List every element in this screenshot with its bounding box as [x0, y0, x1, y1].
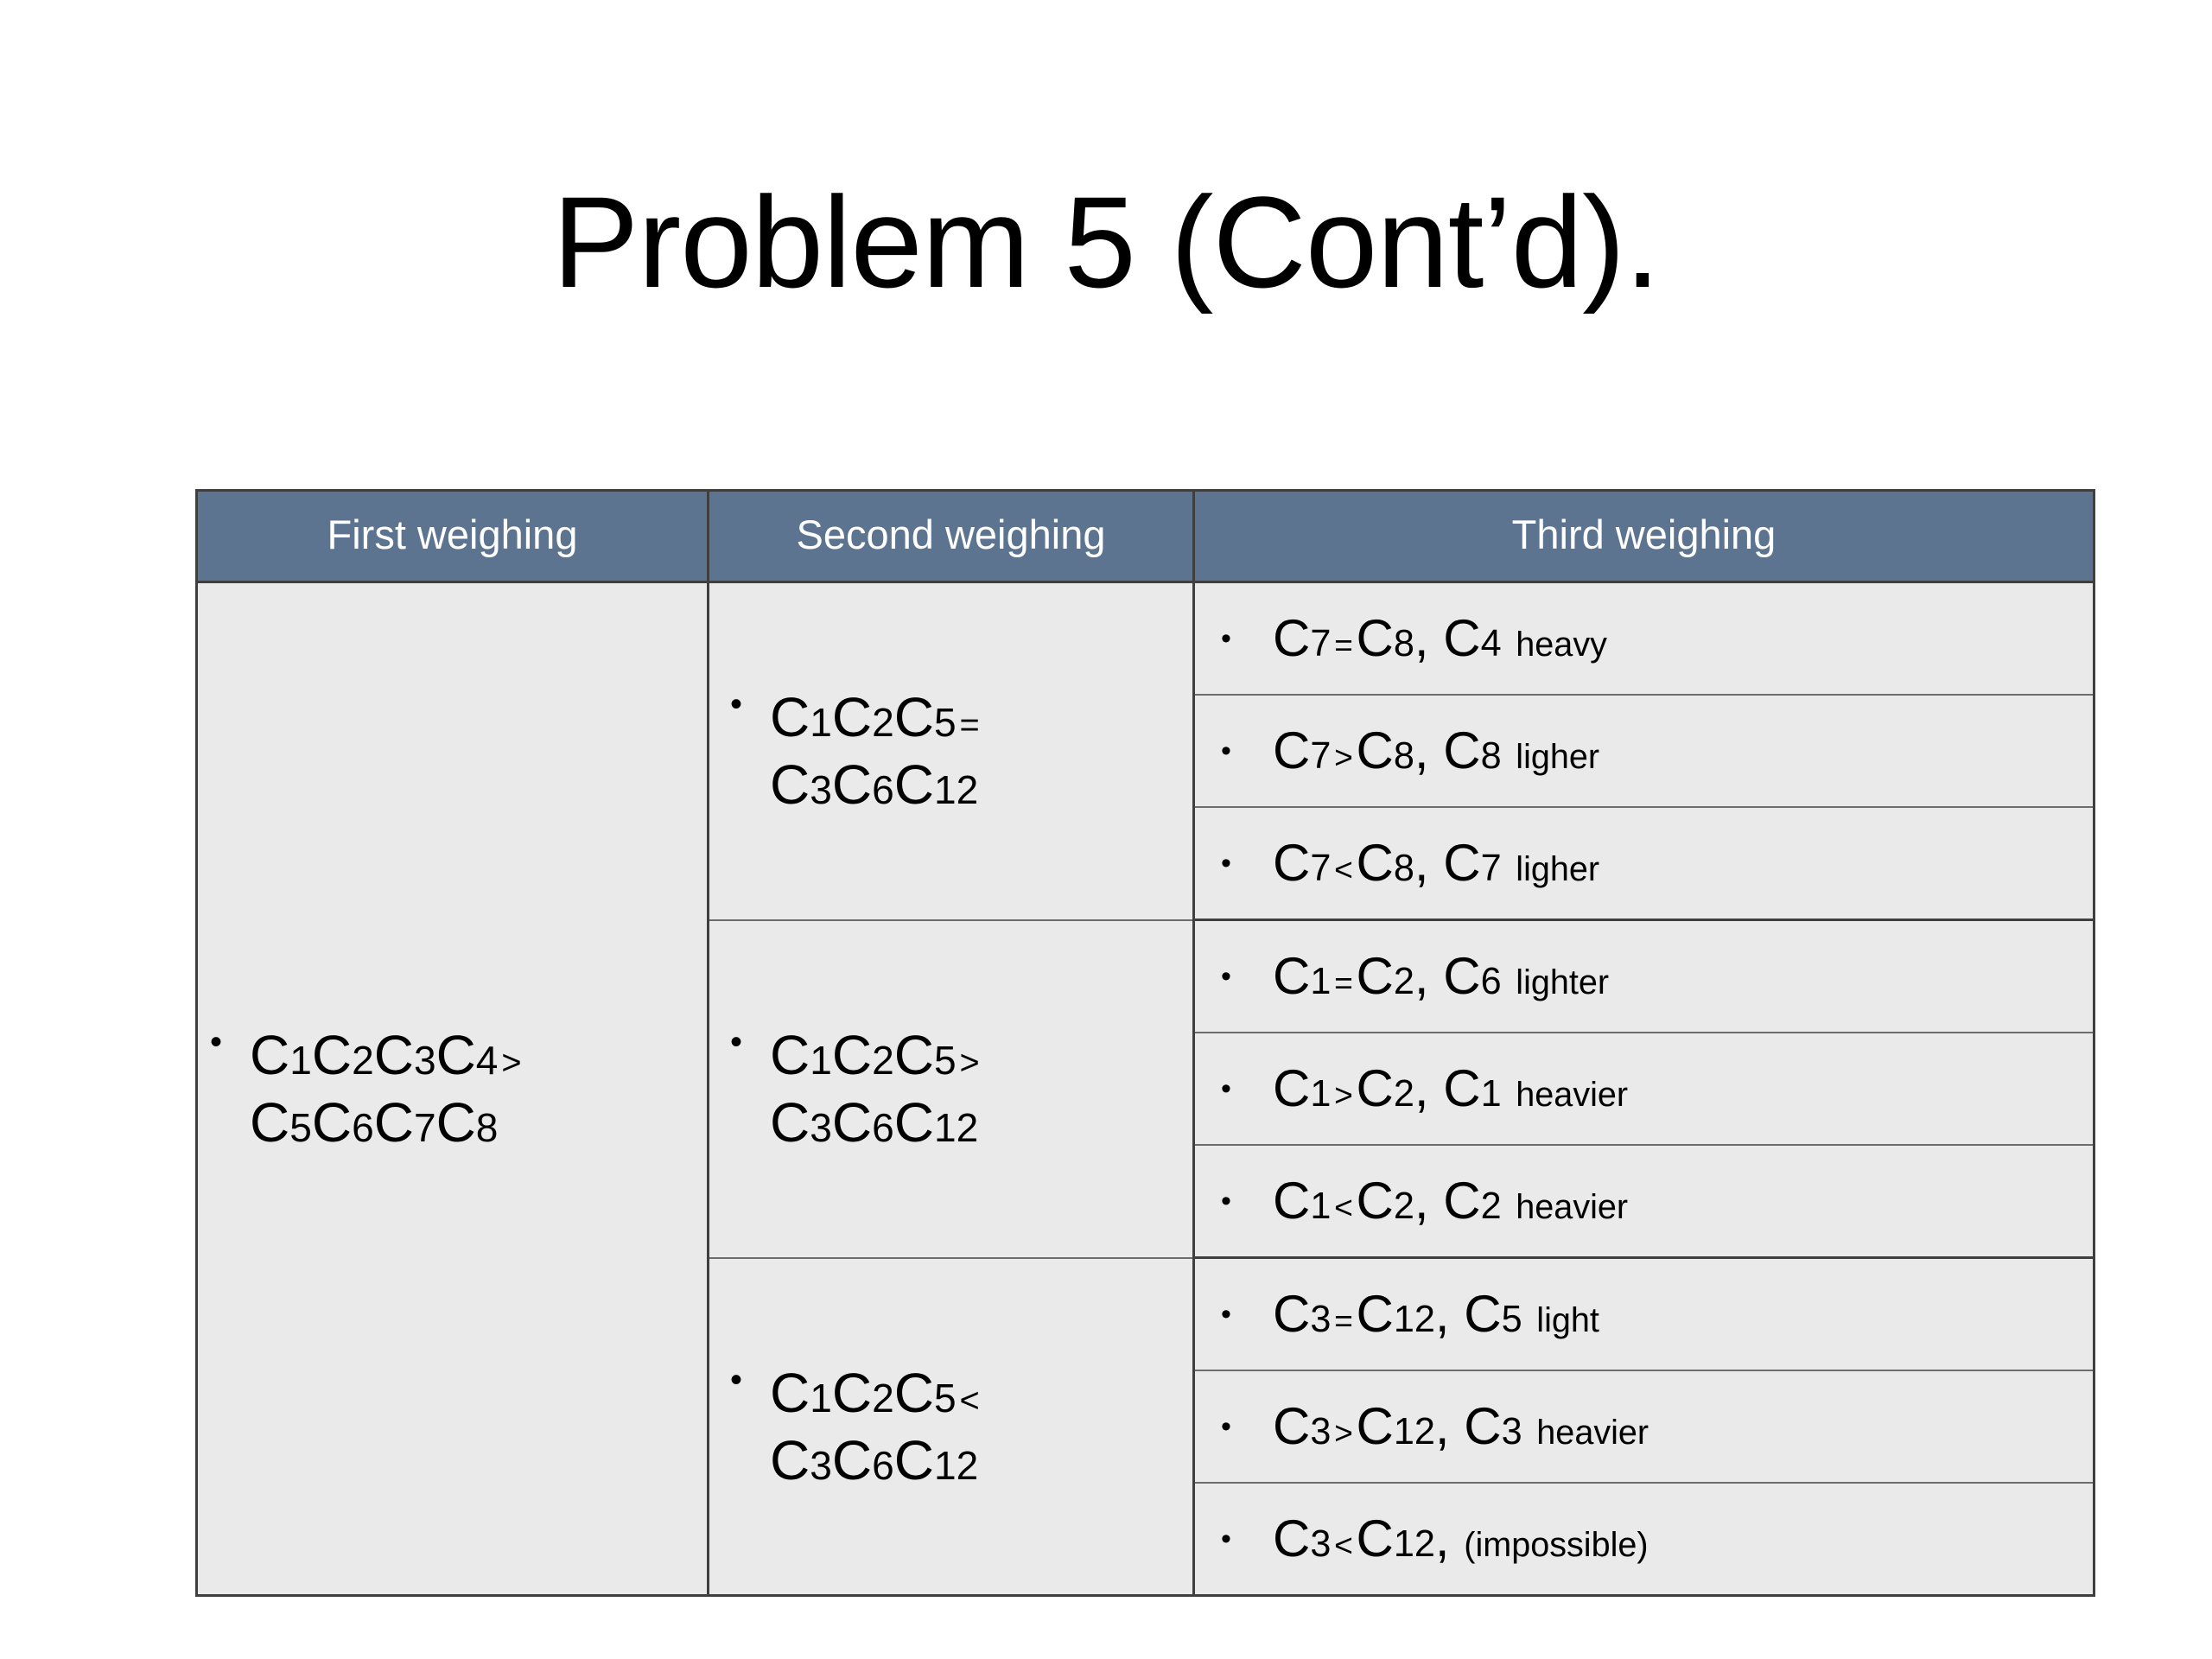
cell-second-weighing: • C1C2C5>C3C6C12	[708, 919, 1195, 1259]
bullet-icon: •	[1221, 847, 1231, 880]
column-header-third-weighing: Third weighing	[1192, 490, 2094, 583]
cell-text: C3=C12, C5 light	[1273, 1285, 1599, 1343]
cell-first-weighing: • C1C2C3C4>C5C6C7C8	[196, 582, 709, 1596]
bullet-icon: •	[1221, 734, 1231, 767]
cell-third-weighing: • C1=C2, C6 lighter	[1193, 919, 2094, 1033]
cell-text: C1C2C5=C3C6C12	[770, 686, 980, 817]
cell-second-weighing: • C1C2C5<C3C6C12	[708, 1257, 1195, 1596]
bullet-icon: •	[730, 685, 743, 724]
cell-text: C7=C8, C4 heavy	[1273, 609, 1607, 667]
bullet-row: • C1<C2, C2 heavier	[1195, 1173, 2093, 1230]
bullet-row: • C1C2C3C4>C5C6C7C8	[198, 1021, 707, 1156]
cell-text: C1=C2, C6 lighter	[1273, 947, 1610, 1005]
bullet-row: • C1C2C5>C3C6C12	[709, 1021, 1192, 1156]
cell-third-weighing: • C3>C12, C3 heavier	[1193, 1370, 2094, 1484]
bullet-row: • C7=C8, C4 heavy	[1195, 610, 2093, 667]
bullet-row: • C3<C12, (impossible)	[1195, 1510, 2093, 1567]
cell-third-weighing: • C3=C12, C5 light	[1193, 1257, 2094, 1371]
bullet-row: • C7<C8, C7 ligher	[1195, 835, 2093, 892]
bullet-icon: •	[730, 1360, 743, 1399]
weighing-decision-table: First weighing Second weighing Third wei…	[195, 489, 2095, 1597]
cell-text: C7>C8, C8 ligher	[1273, 721, 1600, 779]
bullet-icon: •	[730, 1022, 743, 1061]
bullet-row: • C3=C12, C5 light	[1195, 1286, 2093, 1343]
cell-third-weighing: • C1<C2, C2 heavier	[1193, 1145, 2094, 1259]
bullet-row: • C1=C2, C6 lighter	[1195, 948, 2093, 1005]
cell-text: C1C2C5<C3C6C12	[770, 1361, 980, 1491]
cell-text: C1<C2, C2 heavier	[1273, 1172, 1629, 1230]
cell-text: C7<C8, C7 ligher	[1273, 834, 1600, 892]
cell-third-weighing: • C1>C2, C1 heavier	[1193, 1033, 2094, 1146]
cell-text: C1>C2, C1 heavier	[1273, 1059, 1629, 1117]
table-row: • C1<C2, C2 heavier	[197, 1145, 2094, 1259]
bullet-icon: •	[1221, 622, 1231, 655]
cell-text: C3>C12, C3 heavier	[1273, 1397, 1649, 1455]
bullet-row: • C1C2C5=C3C6C12	[709, 683, 1192, 818]
table-row: • C3>C12, C3 heavier	[197, 1370, 2094, 1484]
bullet-row: • C7>C8, C8 ligher	[1195, 722, 2093, 779]
column-header-first-weighing: First weighing	[196, 490, 709, 583]
bullet-row: • C1C2C5<C3C6C12	[709, 1359, 1192, 1494]
table-row: • C1C2C3C4>C5C6C7C8 • C1C2C5=C3C6C12 • C7=C8,…	[196, 582, 2094, 1596]
column-header-second-weighing: Second weighing	[707, 490, 1195, 583]
table-row: • C1>C2, C1 heavier	[197, 1033, 2094, 1146]
cell-third-weighing: • C7<C8, C7 ligher	[1193, 807, 2094, 921]
cell-third-weighing: • C7>C8, C8 ligher	[1193, 695, 2094, 808]
bullet-icon: •	[1221, 1072, 1231, 1105]
bullet-icon: •	[1221, 1410, 1231, 1443]
cell-third-weighing: • C3<C12, (impossible)	[1193, 1483, 2094, 1596]
cell-second-weighing: • C1C2C5=C3C6C12	[708, 582, 1195, 921]
table-row: • C7<C8, C7 ligher	[197, 807, 2094, 921]
bullet-icon: •	[1221, 1298, 1231, 1331]
cell-text: C1C2C3C4>C5C6C7C8	[250, 1023, 522, 1154]
cell-text: C3<C12, (impossible)	[1273, 1510, 1649, 1567]
bullet-row: • C1>C2, C1 heavier	[1195, 1060, 2093, 1117]
bullet-icon: •	[1221, 1522, 1231, 1555]
cell-third-weighing: • C7=C8, C4 heavy	[1193, 582, 2094, 696]
bullet-icon: •	[210, 1022, 223, 1061]
table-row: • C7>C8, C8 ligher	[197, 695, 2094, 808]
table-header-row: First weighing Second weighing Third wei…	[196, 490, 2094, 583]
table-row: • C1C2C5<C3C6C12 • C3=C12, C5 light	[197, 1257, 2094, 1596]
table-row: • C1C2C5>C3C6C12 • C1=C2, C6 lighter	[197, 919, 2094, 1259]
bullet-icon: •	[1221, 1185, 1231, 1217]
page-title: Problem 5 (Cont’d).	[552, 169, 1661, 315]
bullet-row: • C3>C12, C3 heavier	[1195, 1398, 2093, 1455]
table-row: • C3<C12, (impossible)	[197, 1483, 2094, 1596]
cell-text: C1C2C5>C3C6C12	[770, 1023, 980, 1154]
bullet-icon: •	[1221, 960, 1231, 993]
